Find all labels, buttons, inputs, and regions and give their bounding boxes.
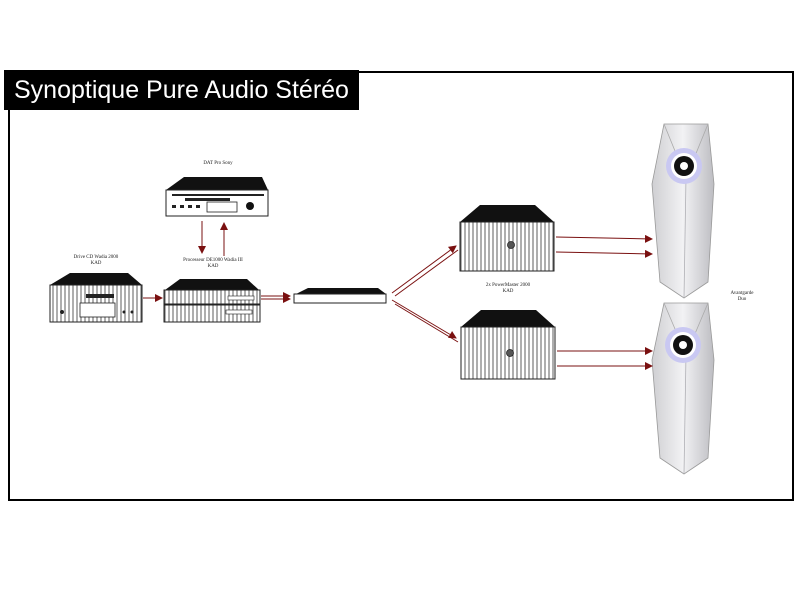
power-amp-top	[459, 205, 555, 272]
signal-arrows	[143, 221, 653, 370]
arrow-preamp-to-amp-top-1	[391, 245, 457, 294]
dat-label: DAT Pro Sony	[203, 161, 233, 166]
arrow-preamp-to-amp-bottom-2	[394, 303, 459, 343]
preamplifier	[293, 288, 387, 304]
diagram-frame	[8, 71, 794, 501]
arrow-preamp-to-amp-top-2	[394, 249, 459, 297]
speaker-bottom	[651, 302, 715, 475]
dat-recorder	[165, 177, 269, 217]
page-title: Synoptique Pure Audio Stéréo	[4, 70, 359, 110]
processor	[163, 279, 261, 323]
speaker-top	[651, 123, 715, 299]
power-amp-bottom	[460, 310, 556, 380]
arrow-amp-top-to-speaker-1	[555, 234, 653, 243]
speaker-label: Avantgarde Duo	[730, 291, 754, 302]
processor-label: Processeur DE1000 Wadia III KAD	[183, 258, 243, 269]
arrow-amp-top-to-speaker-2	[555, 249, 653, 258]
arrow-preamp-to-amp-bottom-1	[391, 299, 457, 339]
drive-label: Drive CD Wadia 2000 KAD	[73, 255, 119, 266]
cd-drive	[49, 273, 143, 323]
amp-label: 2x PowerMaster 2000 KAD	[485, 283, 531, 294]
